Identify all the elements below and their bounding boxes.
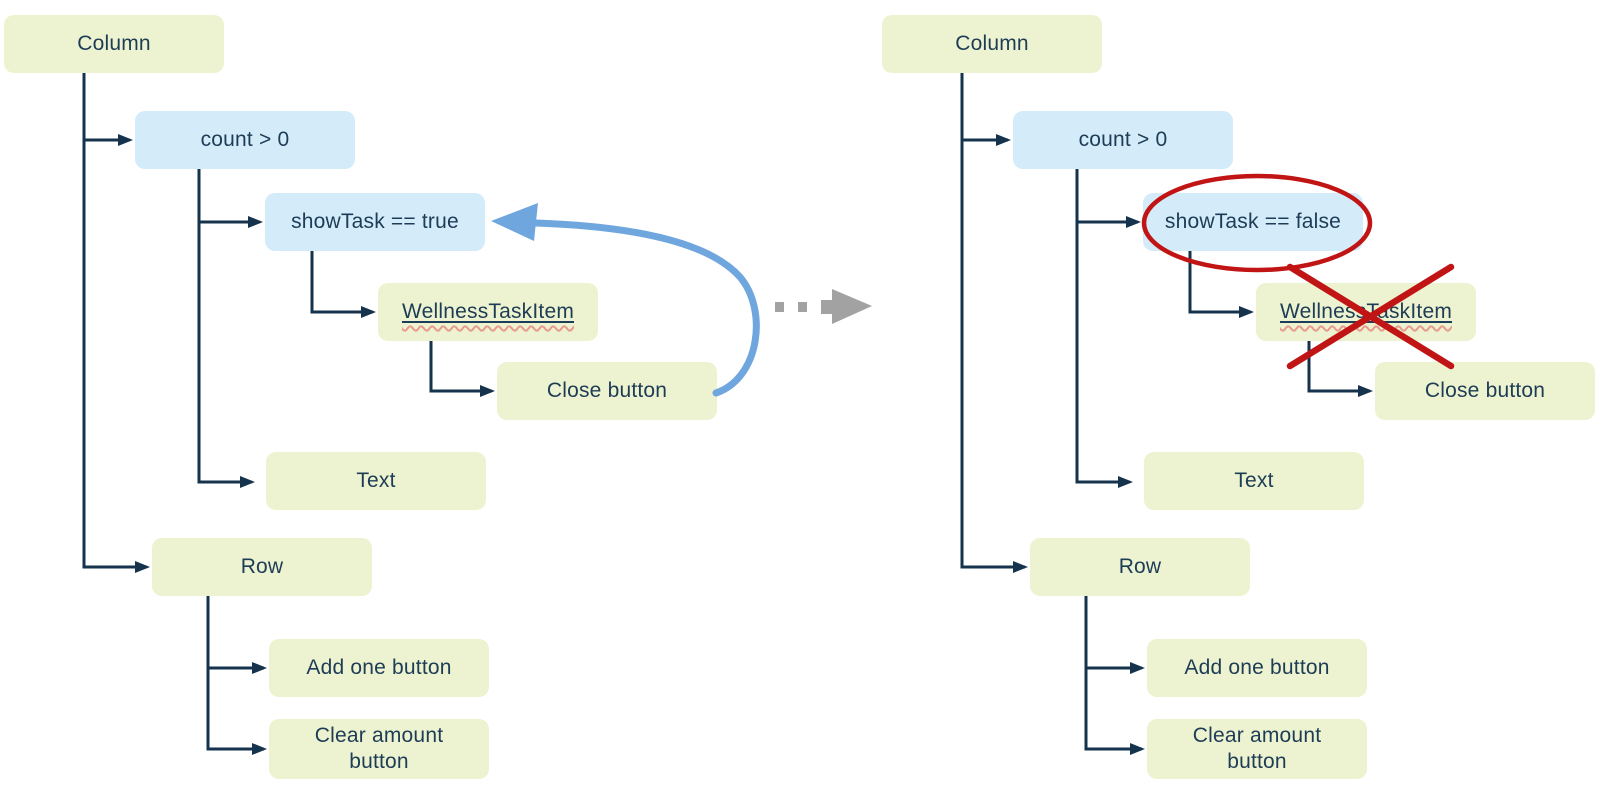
node-label: count > 0 xyxy=(1078,128,1168,152)
node-clear-amount-button: Clear amount button xyxy=(269,719,489,779)
node-text: Text xyxy=(1144,452,1364,510)
node-label: WellnessTaskItem xyxy=(401,300,575,324)
node-column: Column xyxy=(882,15,1102,73)
connector-column-to-row xyxy=(82,140,150,573)
transition-arrow-dash xyxy=(775,302,784,312)
node-label: Add one button xyxy=(306,656,452,680)
node-label: Text xyxy=(356,469,396,493)
node-row: Row xyxy=(152,538,372,596)
spellcheck-underline: WellnessTaskItem xyxy=(1280,299,1452,325)
node-close-button: Close button xyxy=(497,362,717,420)
node-label: Add one button xyxy=(1184,656,1330,680)
transition-arrow-dash xyxy=(821,300,835,314)
node-label: Column xyxy=(955,32,1029,56)
connector-column-to-count xyxy=(82,73,133,146)
connector-row-to-clear xyxy=(1084,668,1145,755)
node-label: Row xyxy=(1118,555,1162,579)
node-label: showTask == false xyxy=(1164,210,1342,234)
connector-count-to-showtask xyxy=(1075,169,1141,228)
node-column: Column xyxy=(4,15,224,73)
node-label: Close button xyxy=(546,379,668,403)
connector-row-to-addone xyxy=(1084,596,1145,674)
transition-arrowhead-icon xyxy=(832,289,872,324)
connector-row-to-clear xyxy=(206,668,267,755)
connector-showtask-to-wellness xyxy=(1188,251,1254,318)
connector-row-to-addone xyxy=(206,596,267,674)
node-clear-amount-button: Clear amount button xyxy=(1147,719,1367,779)
node-add-one-button: Add one button xyxy=(1147,639,1367,697)
node-text: Text xyxy=(266,452,486,510)
spellcheck-underline: WellnessTaskItem xyxy=(402,299,574,325)
node-label: Clear amount button xyxy=(314,724,444,773)
node-showtask-condition: showTask == true xyxy=(265,193,485,251)
transition-arrow-icon xyxy=(775,289,872,324)
node-label: Close button xyxy=(1424,379,1546,403)
node-label: WellnessTaskItem xyxy=(1279,300,1453,324)
node-close-button: Close button xyxy=(1375,362,1595,420)
node-showtask-condition: showTask == false xyxy=(1143,193,1363,251)
recomposition-arrowhead-icon xyxy=(491,203,538,241)
connector-wellness-to-close xyxy=(429,341,495,397)
connector-count-to-showtask xyxy=(197,169,263,228)
connector-column-to-row xyxy=(960,140,1028,573)
node-wellness-task-item: WellnessTaskItem xyxy=(1256,283,1476,341)
node-count-condition: count > 0 xyxy=(135,111,355,169)
connector-showtask-to-wellness xyxy=(310,251,376,318)
node-wellness-task-item: WellnessTaskItem xyxy=(378,283,598,341)
node-label: Text xyxy=(1234,469,1274,493)
node-label: Row xyxy=(240,555,284,579)
node-label: showTask == true xyxy=(291,210,459,234)
node-row: Row xyxy=(1030,538,1250,596)
node-label: Clear amount button xyxy=(1192,724,1322,773)
node-label: Column xyxy=(77,32,151,56)
node-count-condition: count > 0 xyxy=(1013,111,1233,169)
connector-count-to-text xyxy=(197,222,255,488)
transition-arrow-dash xyxy=(798,302,807,312)
connector-column-to-count xyxy=(960,73,1011,146)
node-add-one-button: Add one button xyxy=(269,639,489,697)
connector-wellness-to-close xyxy=(1307,341,1373,397)
connector-count-to-text xyxy=(1075,222,1133,488)
node-label: count > 0 xyxy=(200,128,290,152)
